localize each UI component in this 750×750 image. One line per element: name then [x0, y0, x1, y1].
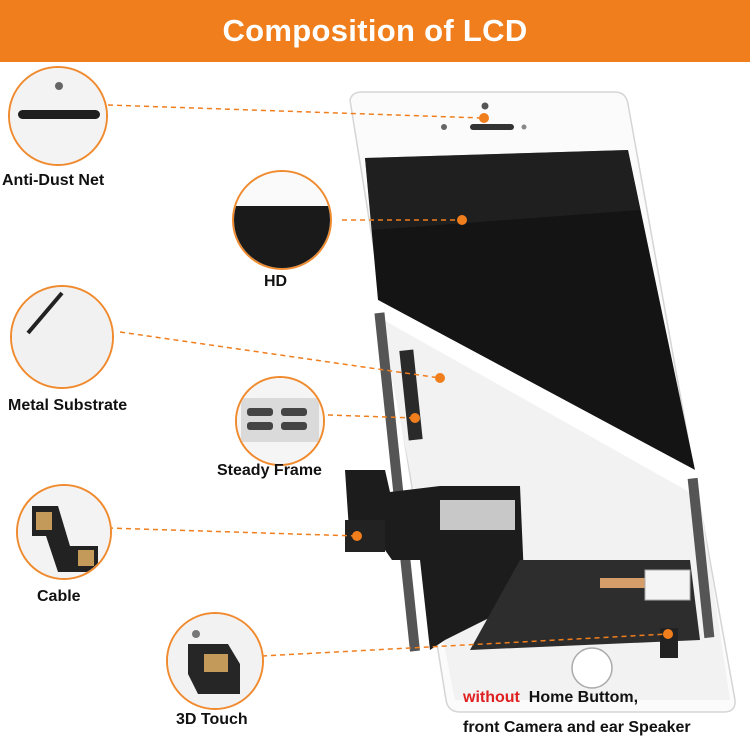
target-dot [410, 413, 420, 423]
leader-cable [107, 527, 358, 537]
note-line-2: front Camera and ear Speaker [463, 719, 691, 736]
cable-icon [18, 486, 110, 578]
leader-steady-frame [327, 414, 416, 419]
anti-dust-net-label: Anti-Dust Net [2, 172, 105, 189]
anti-dust-net-icon [10, 68, 106, 164]
target-dot [663, 629, 673, 639]
copper-strip [600, 578, 670, 588]
title-banner: Composition of LCD [0, 0, 750, 62]
hd-label: HD [264, 273, 288, 290]
3d-touch-label: 3D Touch [176, 711, 248, 728]
home-button-opening [571, 647, 613, 689]
target-dot [457, 215, 467, 225]
3d-touch-icon [168, 614, 262, 708]
page-title: Composition of LCD [222, 13, 528, 48]
steady-frame-label: Steady Frame [217, 462, 322, 479]
3d-touch-bubble [166, 612, 264, 710]
leader-3d-touch [261, 633, 669, 657]
hd-screen-icon [234, 172, 330, 268]
steady-frame-icon [237, 378, 323, 464]
steady-frame-bubble [235, 376, 325, 466]
metal-substrate-label: Metal Substrate [8, 397, 128, 414]
target-dot [479, 113, 489, 123]
anti-dust-net-bubble [8, 66, 108, 166]
target-dot [352, 531, 362, 541]
frame-rail-left [374, 312, 420, 652]
metal-substrate-bubble [10, 285, 114, 389]
cable-bubble [16, 484, 112, 580]
hd-bubble [232, 170, 332, 270]
cable-connector [440, 500, 515, 530]
hd-screen [365, 150, 695, 470]
metal-substrate-icon [12, 287, 112, 387]
ear-speaker-slot [470, 124, 514, 130]
cable-label: Cable [37, 588, 81, 605]
exclusion-note: without Home Buttom, [463, 689, 638, 707]
front-camera-hole [481, 102, 489, 110]
exclusion-note-line-2: front Camera and ear Speaker [463, 719, 691, 737]
note-line-1: Home Buttom, [528, 689, 639, 706]
without-highlight: without [463, 689, 520, 706]
target-dot [435, 373, 445, 383]
